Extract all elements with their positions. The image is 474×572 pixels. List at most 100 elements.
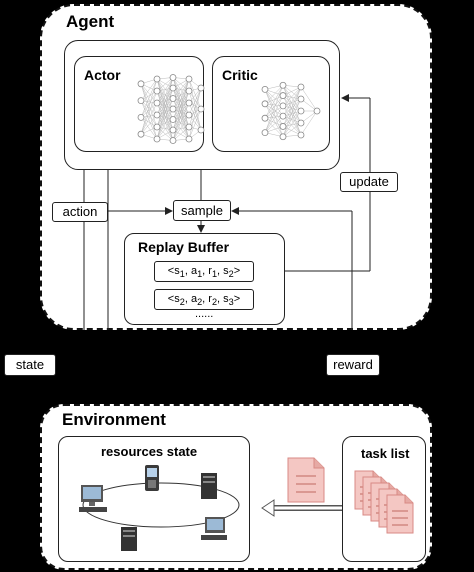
network-edge — [172, 108, 190, 140]
network-edge — [172, 114, 190, 141]
network-node — [153, 87, 161, 95]
network-edge — [282, 85, 302, 100]
network-edge — [282, 95, 302, 112]
critic-box: Critic — [212, 56, 330, 152]
network-edge — [264, 85, 284, 119]
network-edge — [140, 102, 158, 135]
network-edge — [264, 115, 284, 133]
task-document — [386, 494, 414, 534]
network-node — [297, 83, 305, 91]
network-edge — [188, 87, 202, 128]
environment-title: Environment — [62, 410, 166, 429]
network-edge — [188, 90, 202, 110]
network-edge — [172, 98, 190, 128]
network-node — [169, 126, 177, 134]
network-edge — [282, 122, 302, 137]
network-edge — [156, 78, 174, 99]
network-edge — [172, 119, 190, 140]
network-edge — [188, 87, 202, 116]
network-node — [185, 75, 193, 83]
network-edge — [140, 78, 158, 135]
replay-buffer-box: Replay Buffer <s1, a1, r1, s2> <s2, a2, … — [124, 233, 285, 325]
network-edge — [156, 90, 174, 110]
network-node — [169, 105, 177, 113]
network-edge — [264, 89, 284, 127]
network-edge — [140, 114, 158, 135]
network-edge — [282, 85, 302, 136]
resources-state-box: resources state — [58, 436, 250, 562]
network-edge — [264, 103, 284, 127]
mobile-phone-icon — [145, 465, 159, 491]
network-edge — [140, 83, 158, 104]
transition-tuple-2: <s2, a2, r2, s3> — [154, 289, 254, 310]
network-edge — [264, 118, 284, 137]
task-list-box: task list — [342, 436, 426, 562]
network-edge — [140, 83, 158, 116]
transition-tuple-1: <s1, a1, r1, s2> — [154, 261, 254, 282]
network-edge — [282, 110, 302, 137]
network-node — [279, 81, 287, 89]
network-node — [137, 80, 145, 88]
network-node — [137, 114, 145, 121]
network-edge — [188, 108, 202, 128]
network-node — [261, 114, 269, 122]
network-node — [261, 100, 269, 108]
network-edge — [172, 90, 190, 110]
critic-label: Critic — [222, 67, 258, 83]
network-edge — [188, 87, 202, 140]
resources-network — [79, 465, 240, 551]
network-edge — [172, 77, 190, 128]
network-edge — [172, 78, 190, 99]
network-edge — [264, 89, 284, 137]
actor-label: Actor — [84, 67, 121, 83]
network-edge — [156, 77, 174, 116]
network-edge — [264, 89, 284, 107]
network-edge — [282, 110, 302, 127]
network-node — [261, 129, 269, 136]
network-edge — [264, 85, 284, 133]
network-node — [197, 84, 205, 92]
network-edge — [172, 126, 190, 141]
network-edge — [140, 117, 158, 140]
network-edge — [156, 108, 174, 128]
network-edge — [188, 102, 202, 131]
network-node — [153, 111, 161, 119]
network-edge — [282, 95, 302, 136]
network-edge — [140, 100, 158, 128]
network-edge — [264, 105, 284, 119]
network-edge — [140, 90, 158, 135]
computer-icon-left — [79, 485, 107, 512]
network-edge — [172, 90, 190, 141]
network-node — [153, 123, 161, 131]
network-edge — [156, 98, 174, 116]
network-edge — [282, 98, 302, 117]
network-node — [197, 126, 205, 134]
network-edge — [140, 83, 158, 140]
network-edge — [264, 95, 284, 133]
computer-icon-right — [201, 517, 227, 540]
network-edge — [172, 87, 190, 128]
network-node — [169, 95, 177, 102]
network-edge — [140, 78, 158, 101]
network-edge — [264, 95, 284, 119]
network-node — [297, 131, 305, 139]
network-edge — [172, 98, 190, 116]
network-edge — [140, 78, 158, 118]
network-edge — [188, 90, 202, 131]
network-edge — [282, 95, 302, 124]
network-edge — [156, 102, 174, 120]
network-edge — [140, 102, 158, 118]
network-edge — [140, 100, 158, 140]
network-edge — [172, 102, 190, 120]
network-edge — [140, 83, 158, 128]
network-edge — [172, 87, 190, 104]
network-node — [185, 123, 193, 131]
network-edge — [264, 85, 284, 104]
network-edge — [172, 108, 190, 128]
network-node — [153, 135, 161, 143]
network-edge — [282, 85, 302, 124]
agent-title: Agent — [66, 12, 115, 31]
update-label: update — [340, 172, 398, 192]
